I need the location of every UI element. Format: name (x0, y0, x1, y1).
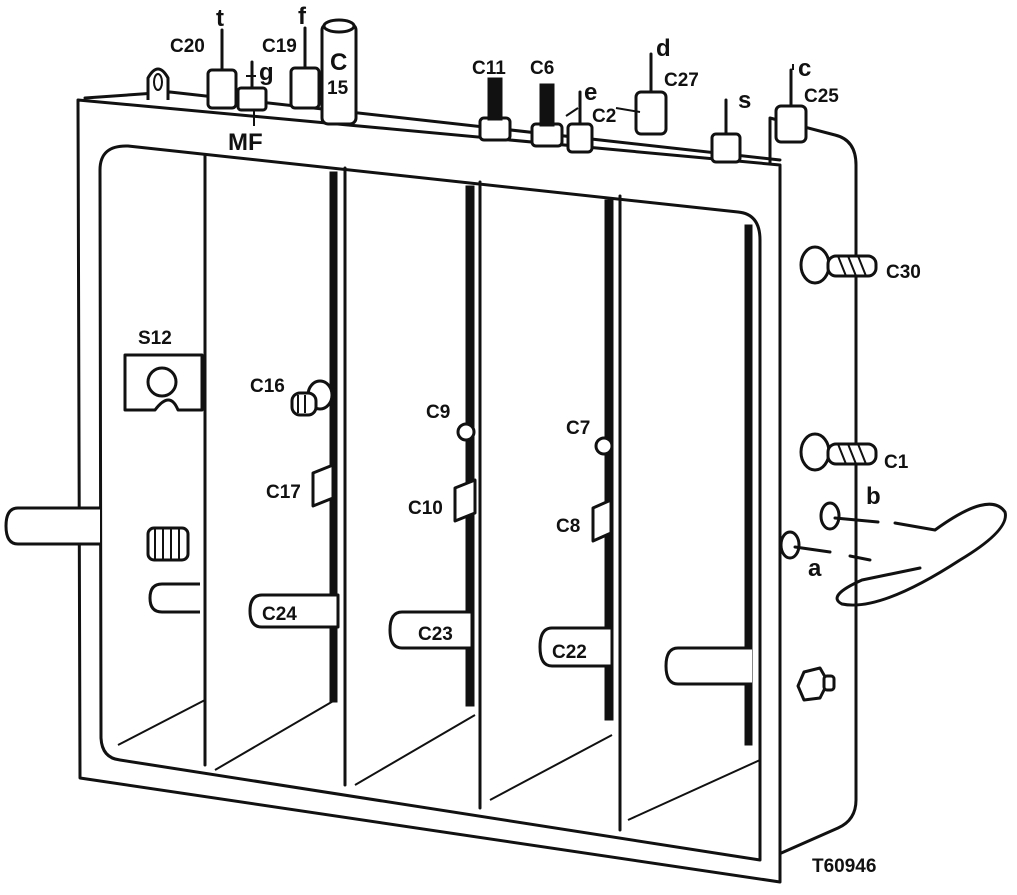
label-c24: C24 (262, 604, 297, 625)
label-c23: C23 (418, 624, 453, 645)
label-b: b (866, 483, 881, 510)
partition-walls (203, 153, 753, 832)
label-d: d (656, 35, 671, 62)
tab-right (664, 646, 752, 686)
label-c25: C25 (804, 86, 839, 107)
label-c16: C16 (250, 376, 285, 397)
label-c15-num: 15 (327, 78, 349, 99)
tab-c24-shape (248, 593, 340, 629)
right-side-components (779, 245, 1007, 702)
c9-screw (456, 422, 476, 442)
label-c30: C30 (886, 262, 921, 283)
label-g: g (259, 59, 274, 86)
label-s12: S12 (138, 328, 172, 349)
c8-pad (591, 498, 613, 543)
leader-lines (246, 64, 794, 126)
label-c20: C20 (170, 36, 205, 57)
label-c27: C27 (664, 70, 699, 91)
c7-screw (594, 436, 614, 456)
label-mf: MF (228, 129, 263, 156)
label-e: e (584, 79, 597, 106)
c16-trimmer (290, 379, 334, 417)
label-c7: C7 (566, 418, 590, 439)
labels: t C20 g f C19 C 15 MF C11 C6 e C2 d C27 … (138, 3, 921, 877)
label-t: t (216, 5, 224, 32)
label-s: s (738, 87, 751, 114)
left-coil (146, 526, 190, 562)
label-c19: C19 (262, 36, 297, 57)
label-c11: C11 (472, 58, 506, 79)
top-components (146, 18, 808, 164)
label-c22: C22 (552, 642, 587, 663)
tab-c22-shape (538, 626, 614, 668)
label-c: c (798, 55, 811, 82)
label-c1: C1 (884, 452, 909, 473)
label-c10: C10 (408, 498, 443, 519)
label-c17: C17 (266, 482, 301, 503)
left-shaft (4, 506, 100, 546)
s12-switch (123, 353, 204, 412)
tab-left (148, 582, 200, 614)
label-a: a (808, 555, 822, 582)
label-c9: C9 (426, 402, 450, 423)
label-c6: C6 (530, 58, 554, 79)
label-c15-c: C (330, 49, 347, 76)
label-c8: C8 (556, 516, 580, 537)
c17-pad (311, 463, 335, 508)
floor-lines (117, 699, 761, 821)
tab-c23-shape (388, 610, 474, 650)
label-f: f (298, 3, 307, 30)
c10-pad (453, 478, 477, 523)
right-side-panel (768, 116, 858, 860)
label-c2: C2 (592, 106, 616, 127)
front-frame-opening (98, 144, 762, 862)
drawing-number: T60946 (812, 856, 876, 877)
